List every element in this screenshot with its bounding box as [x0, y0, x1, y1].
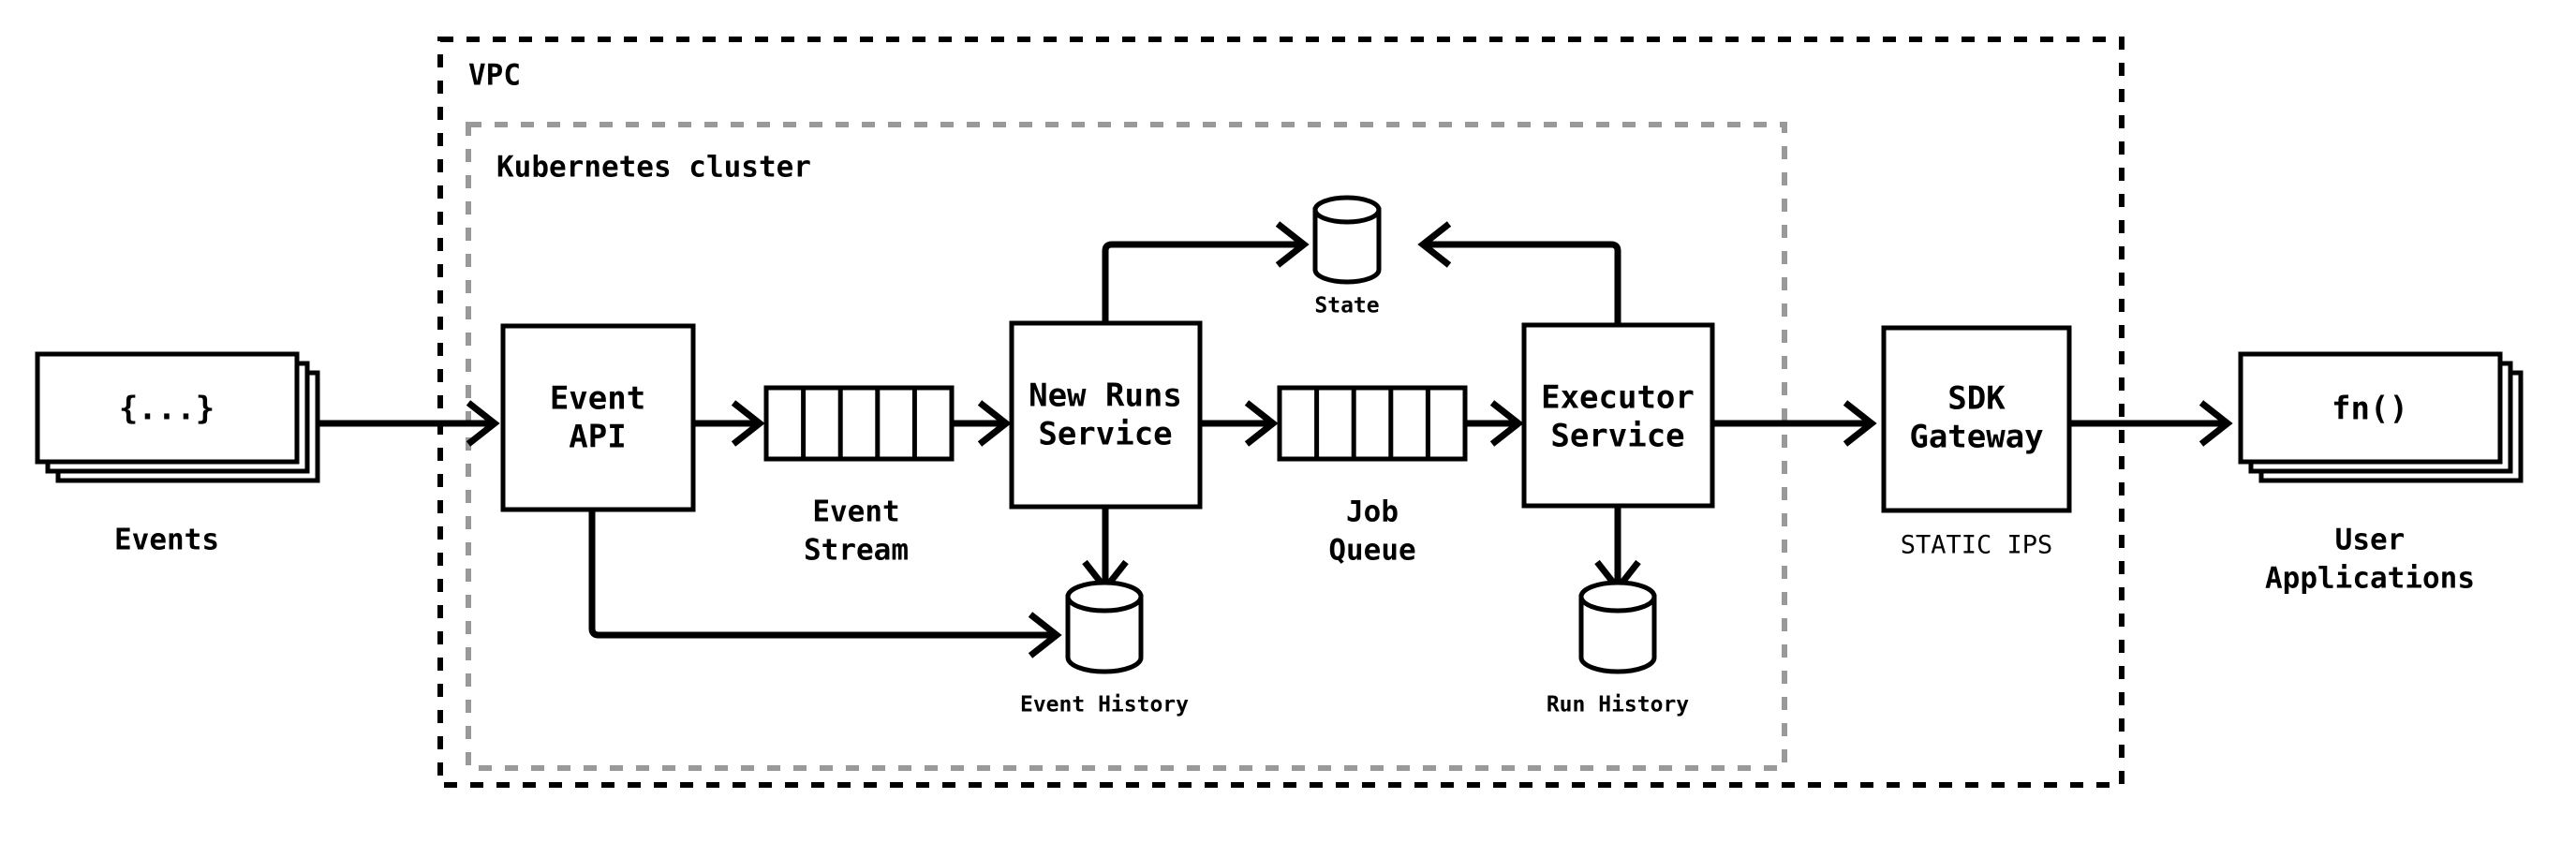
user-applications-caption-line1: User	[2335, 524, 2406, 557]
new-runs-service-node: New Runs Service	[1009, 320, 1203, 510]
edge-executor-service-to-sdk-gateway	[1712, 400, 1877, 447]
edge-job-queue-to-executor-service	[1465, 400, 1524, 447]
sdk-gateway-label-line1: SDK	[1947, 380, 2006, 418]
sdk-gateway-box	[1881, 325, 2072, 513]
event-stream-caption-line1: Event	[812, 495, 899, 529]
user-applications-card-front	[2238, 351, 2503, 465]
user-applications-card-label: fn()	[2332, 391, 2408, 428]
job-queue-caption-line1: Job	[1346, 495, 1399, 529]
event-stream-caption-line2: Stream	[804, 534, 909, 568]
job-queue-node: Job Queue	[1277, 385, 1468, 568]
sdk-gateway-label-line2: Gateway	[1909, 419, 2043, 456]
edge-new-runs-service-to-event-history	[1082, 507, 1129, 594]
event-history-caption: Event History	[1020, 693, 1189, 717]
job-queue-box	[1277, 385, 1468, 462]
user-applications-caption-line2: Applications	[2265, 562, 2475, 596]
sdk-gateway-static-ips-label: STATIC IPS	[1901, 531, 2053, 560]
executor-service-box	[1521, 322, 1715, 509]
sdk-gateway-node: SDK Gateway STATIC IPS	[1881, 325, 2072, 560]
event-history-node: Event History	[1020, 580, 1189, 717]
new-runs-service-label-line2: Service	[1038, 416, 1172, 453]
events-card-front	[35, 351, 300, 465]
executor-service-label-line1: Executor	[1541, 379, 1695, 417]
executor-service-label-line2: Service	[1550, 418, 1684, 455]
edge-executor-service-to-state	[1417, 221, 1621, 325]
edge-new-runs-service-to-job-queue	[1200, 400, 1279, 447]
state-node: State	[1312, 195, 1382, 318]
state-caption: State	[1314, 294, 1379, 318]
vpc-boundary	[437, 37, 2124, 788]
edge-events-to-event-api	[318, 400, 500, 447]
event-history-cylinder-body	[1065, 594, 1144, 674]
edge-sdk-gateway-to-user-applications	[2069, 400, 2233, 447]
event-api-label-line2: API	[569, 419, 626, 456]
state-cylinder-top	[1312, 195, 1382, 225]
run-history-cylinder-top	[1578, 580, 1657, 614]
events-node: {...} Events	[35, 351, 320, 557]
run-history-node: Run History	[1547, 580, 1689, 717]
new-runs-service-label-line1: New Runs	[1029, 377, 1182, 415]
edge-executor-service-to-run-history	[1594, 506, 1641, 594]
run-history-cylinder-body	[1578, 594, 1657, 674]
event-api-box	[500, 323, 696, 512]
edge-event-api-to-event-stream	[693, 400, 765, 447]
events-card-label: {...}	[119, 391, 215, 428]
edge-new-runs-service-to-state	[1102, 221, 1310, 323]
state-cylinder-body	[1312, 207, 1382, 285]
vpc-label: VPC	[468, 59, 521, 93]
executor-service-node: Executor Service	[1521, 322, 1715, 509]
events-caption: Events	[114, 524, 219, 557]
edge-event-stream-to-new-runs-service	[952, 400, 1012, 447]
kubernetes-cluster-label: Kubernetes cluster	[496, 151, 811, 185]
event-history-cylinder-top	[1065, 580, 1144, 614]
job-queue-caption-line2: Queue	[1328, 534, 1415, 568]
event-stream-node: Event Stream	[763, 385, 955, 568]
user-applications-node: fn() User Applications	[2238, 351, 2524, 596]
event-stream-box	[763, 385, 955, 462]
event-api-label-line1: Event	[550, 380, 645, 418]
edge-event-api-to-event-history	[588, 510, 1062, 658]
run-history-caption: Run History	[1547, 693, 1689, 717]
event-api-node: Event API	[500, 323, 696, 512]
kubernetes-cluster-boundary	[466, 122, 1787, 771]
